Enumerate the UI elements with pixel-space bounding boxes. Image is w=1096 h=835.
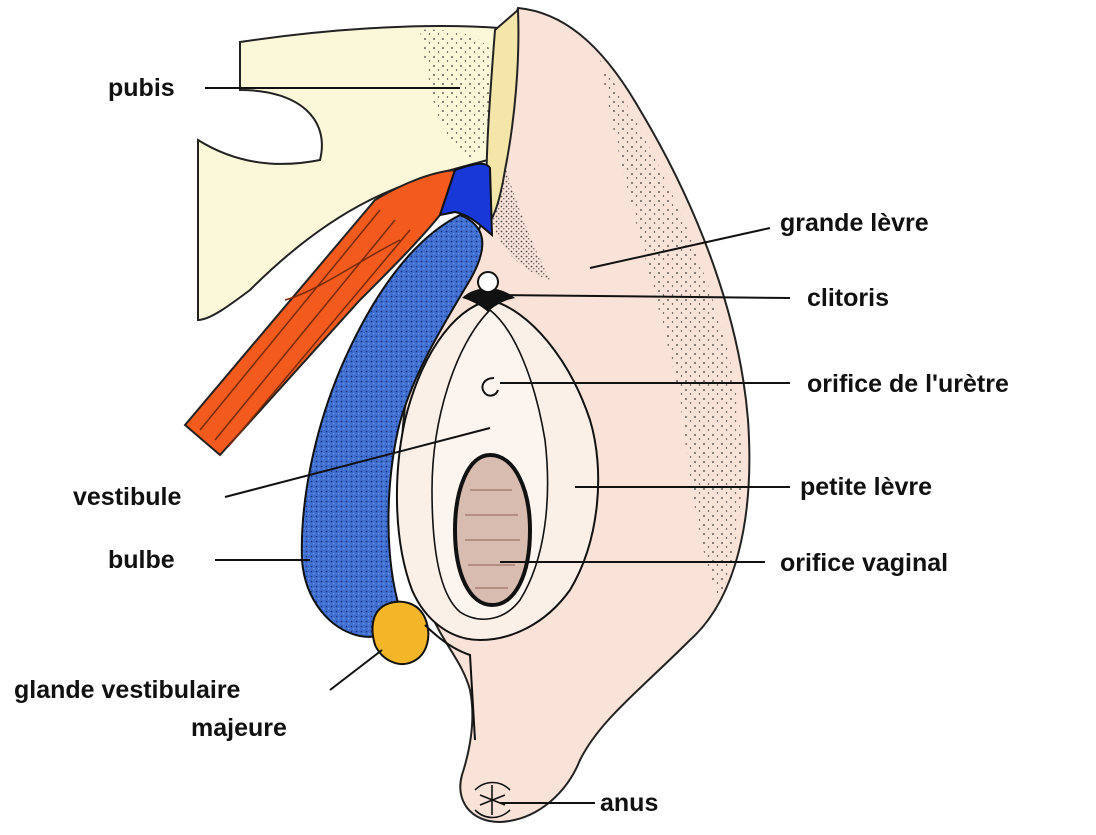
label-vestibule: vestibule (73, 482, 181, 512)
label-petite-levre: petite lèvre (800, 472, 932, 502)
label-grande-levre: grande lèvre (780, 208, 929, 238)
label-pubis: pubis (108, 73, 175, 103)
label-anus: anus (600, 788, 658, 818)
label-clitoris: clitoris (807, 283, 889, 313)
label-glande-line2: majeure (191, 713, 287, 743)
clitoris-glans (478, 272, 498, 292)
label-orifice-uretre: orifice de l'urètre (807, 369, 1009, 399)
leader-glande (330, 650, 382, 690)
label-bulbe: bulbe (108, 545, 175, 575)
vestibular-gland (372, 602, 428, 664)
label-orifice-vaginal: orifice vaginal (780, 548, 948, 578)
vaginal-orifice (455, 455, 530, 605)
label-glande-line1: glande vestibulaire (14, 675, 240, 705)
